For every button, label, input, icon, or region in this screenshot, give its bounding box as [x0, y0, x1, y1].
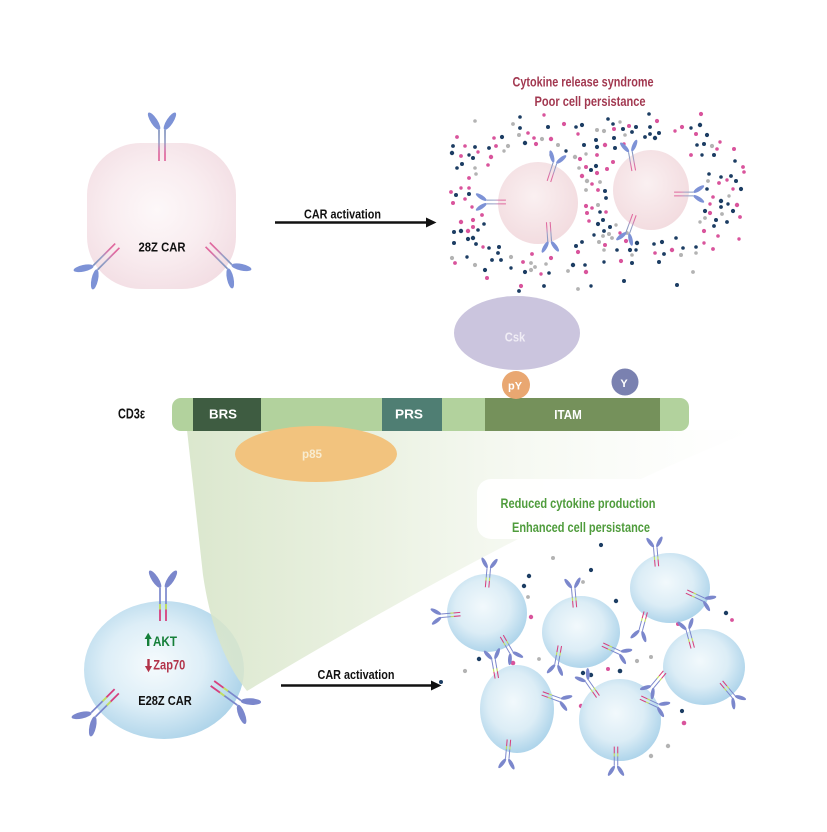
svg-text:Enhanced cell persistance: Enhanced cell persistance [512, 519, 650, 535]
svg-text:Poor cell persistance: Poor cell persistance [535, 93, 646, 109]
svg-text:Csk: Csk [505, 330, 526, 345]
svg-text:AKT: AKT [153, 634, 178, 649]
svg-text:BRS: BRS [209, 408, 237, 422]
svg-text:CAR activation: CAR activation [304, 206, 381, 221]
svg-text:pY: pY [508, 381, 523, 393]
svg-text:Zap70: Zap70 [153, 658, 185, 673]
svg-text:Reduced cytokine production: Reduced cytokine production [501, 495, 656, 511]
svg-text:PRS: PRS [395, 408, 423, 422]
svg-text:p85: p85 [302, 447, 322, 461]
svg-text:CD3ε: CD3ε [118, 406, 145, 423]
svg-text:CAR activation: CAR activation [318, 667, 395, 682]
svg-text:28Z CAR: 28Z CAR [139, 241, 186, 255]
svg-text:Cytokine release syndrome: Cytokine release syndrome [513, 74, 654, 90]
svg-text:Y: Y [620, 378, 628, 390]
svg-text:E28Z CAR: E28Z CAR [138, 693, 192, 708]
svg-text:ITAM: ITAM [554, 407, 582, 422]
